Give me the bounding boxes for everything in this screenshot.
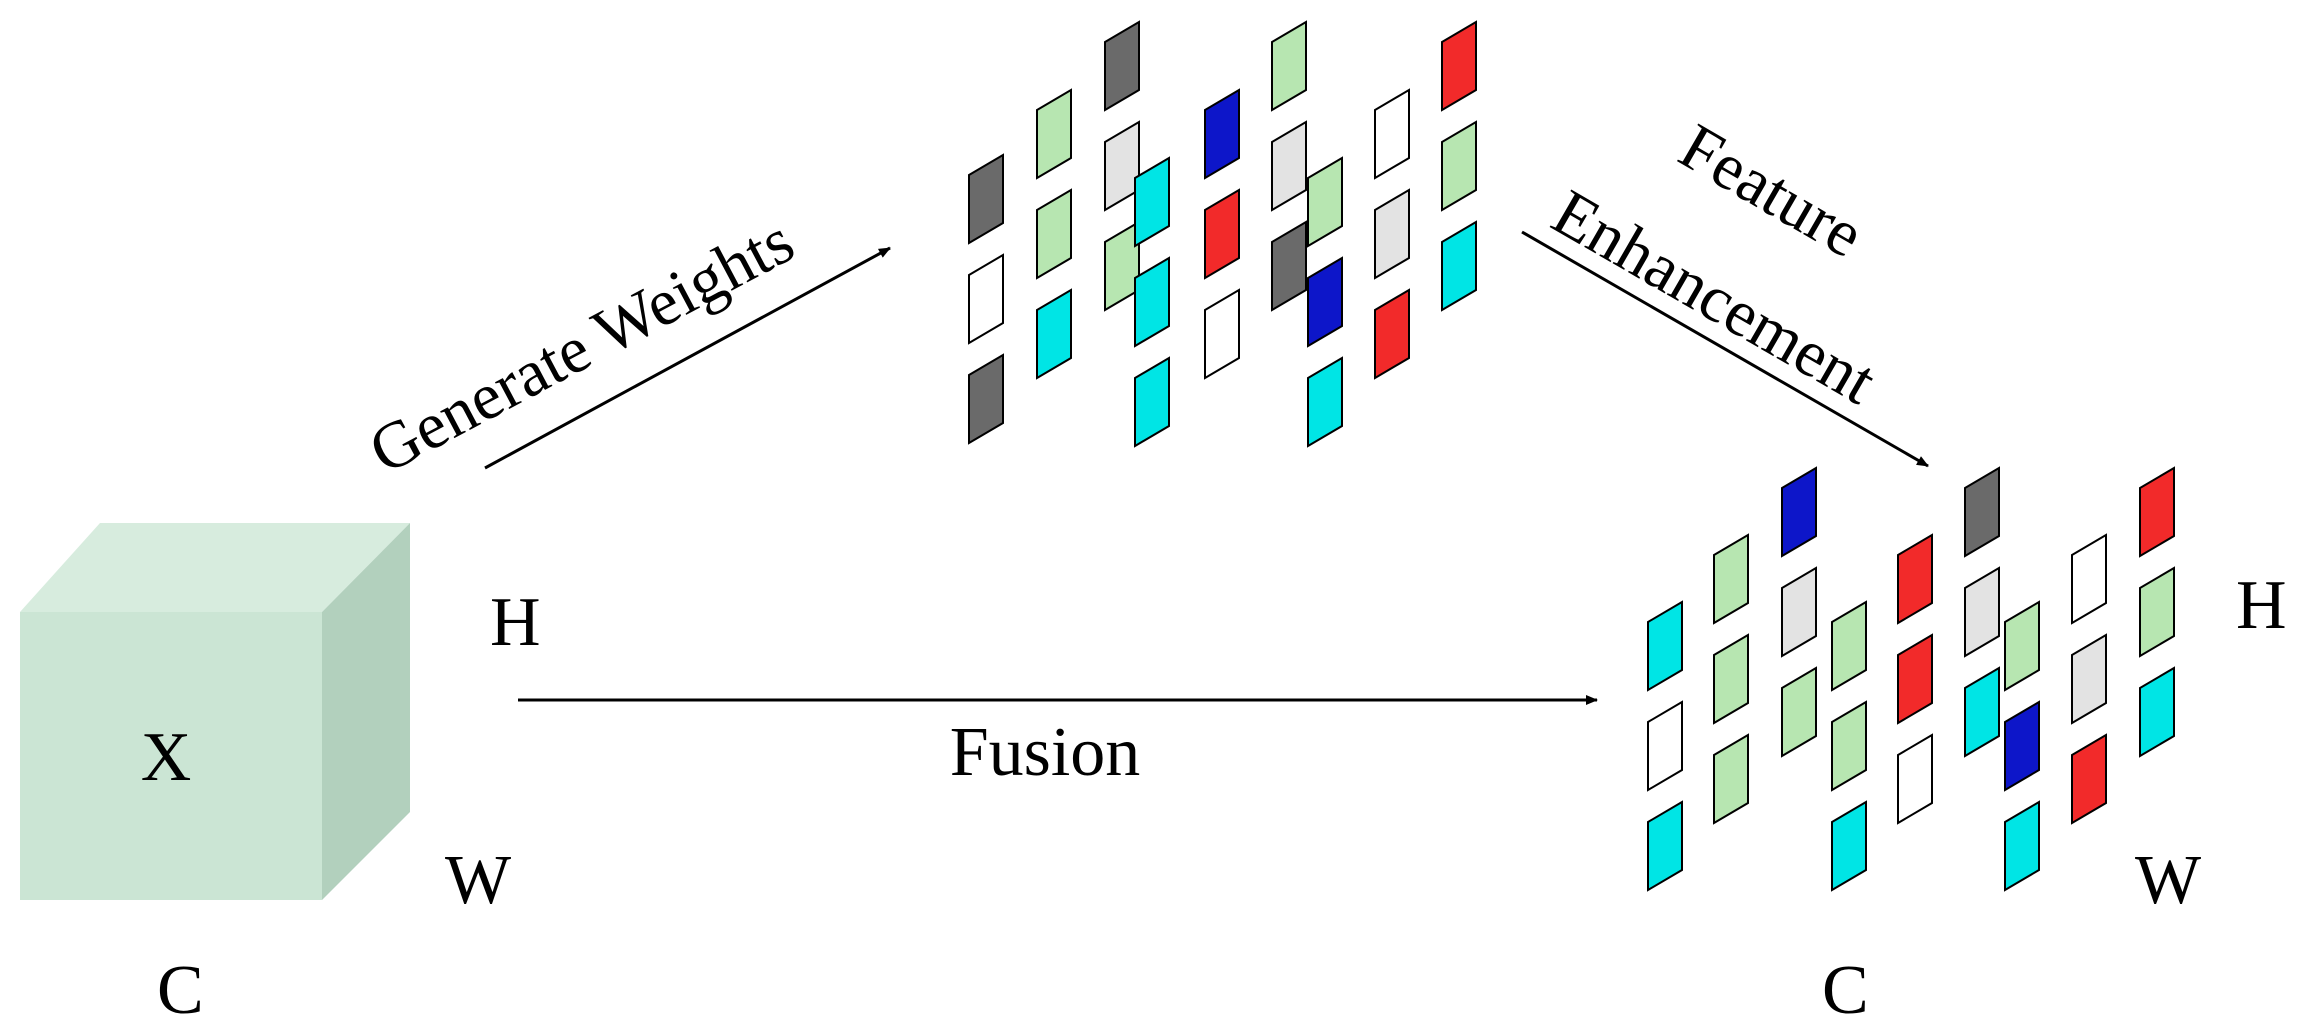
weight-tile — [1781, 666, 1817, 758]
right-h-label: H — [2236, 567, 2287, 644]
weight-tile — [1374, 288, 1410, 380]
weight-tile — [1647, 600, 1683, 692]
weight-tile — [2139, 666, 2175, 758]
weight-tile — [1204, 288, 1240, 380]
weight-tile — [1104, 120, 1140, 212]
weight-tile — [968, 253, 1004, 345]
weight-tile — [1036, 188, 1072, 280]
weight-tile — [1964, 466, 2000, 558]
weight-tile — [1964, 666, 2000, 758]
weight-tile — [1271, 20, 1307, 112]
weight-tile — [1204, 188, 1240, 280]
weight-tile — [1271, 220, 1307, 312]
weight-tile — [1374, 88, 1410, 180]
weight-tile — [2004, 600, 2040, 692]
cube-front-face — [20, 612, 322, 900]
weight-tile — [968, 153, 1004, 245]
right-c-label: C — [1822, 952, 1869, 1029]
right-w-label: W — [2135, 842, 2201, 919]
weight-map-tiles — [968, 20, 1477, 448]
weight-tile — [1104, 220, 1140, 312]
weight-tile — [1897, 633, 1933, 725]
weight-tile — [1647, 700, 1683, 792]
cube-side-face — [322, 523, 410, 900]
weight-tile — [2071, 533, 2107, 625]
weight-tile — [1307, 356, 1343, 448]
weight-tile — [2071, 633, 2107, 725]
cube-top-face — [20, 523, 410, 612]
left-w-label: W — [445, 842, 511, 919]
weight-tile — [1831, 600, 1867, 692]
weight-tile — [1713, 533, 1749, 625]
weight-tile — [1036, 288, 1072, 380]
weight-tile — [1831, 800, 1867, 892]
output-feature-tiles — [1647, 466, 2175, 892]
feature-enhancement-arrow — [1521, 230, 1929, 468]
fusion-label: Fusion — [950, 714, 1141, 791]
weight-tile — [1781, 466, 1817, 558]
weight-tile — [1307, 156, 1343, 248]
weight-tile — [1897, 533, 1933, 625]
weight-tile — [1781, 566, 1817, 658]
generate-weights-arrow — [484, 246, 891, 470]
generate-weights-label: Generate Weights — [358, 204, 806, 488]
weight-tile — [1441, 220, 1477, 312]
weight-tile — [2071, 733, 2107, 825]
cube-x-label: X — [141, 719, 192, 796]
input-cube — [20, 523, 410, 900]
weight-tile — [1104, 20, 1140, 112]
weight-tile — [1134, 156, 1170, 248]
weight-tile — [1964, 566, 2000, 658]
weight-tile — [1036, 88, 1072, 180]
weight-tile — [2139, 566, 2175, 658]
weight-tile — [1271, 120, 1307, 212]
weight-tile — [1134, 356, 1170, 448]
weight-tile — [1134, 256, 1170, 348]
weight-tile — [1204, 88, 1240, 180]
weight-tile — [1713, 633, 1749, 725]
weight-tile — [968, 353, 1004, 445]
weight-tile — [1647, 800, 1683, 892]
weight-tile — [2004, 800, 2040, 892]
weight-tile — [2004, 700, 2040, 792]
weight-tile — [1441, 120, 1477, 212]
weight-tile — [1831, 700, 1867, 792]
weight-tile — [2139, 466, 2175, 558]
weight-tile — [1441, 20, 1477, 112]
weight-tile — [1897, 733, 1933, 825]
left-c-label: C — [157, 952, 204, 1029]
weight-tile — [1307, 256, 1343, 348]
left-h-label: H — [490, 584, 541, 661]
weight-tile — [1713, 733, 1749, 825]
weight-tile — [1374, 188, 1410, 280]
